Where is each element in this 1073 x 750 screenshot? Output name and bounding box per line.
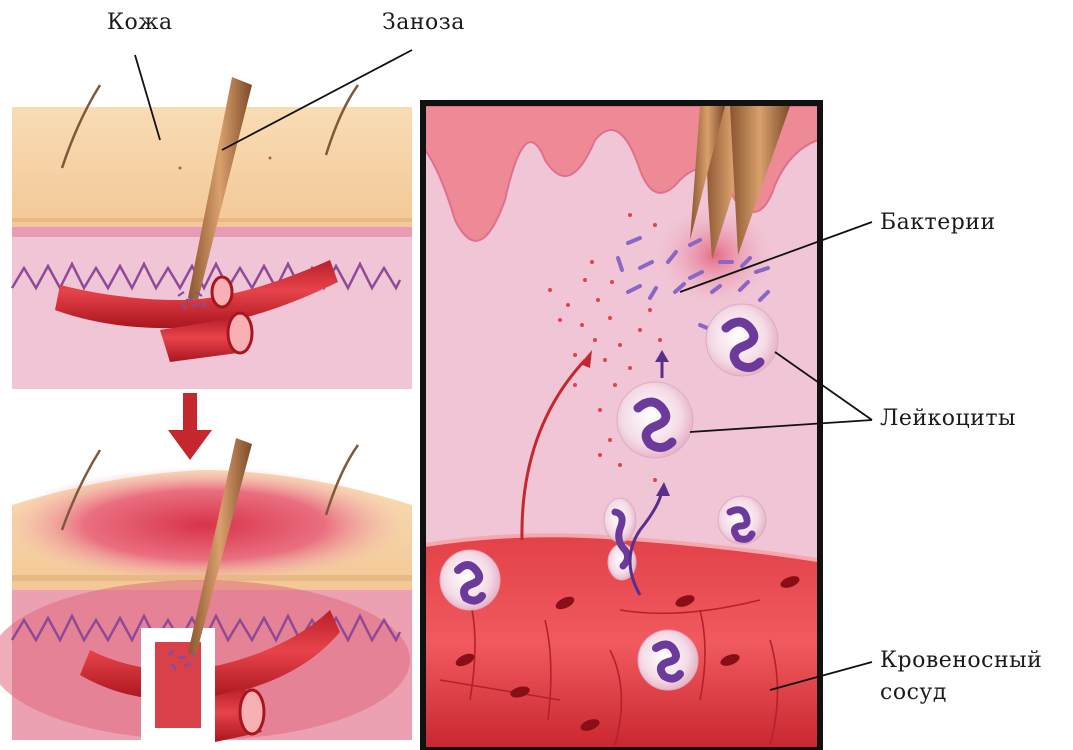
label-blood-vessel-2: сосуд — [880, 678, 947, 708]
panel-splinter-entry — [12, 77, 412, 389]
progression-arrow — [168, 393, 212, 460]
label-splinter: Заноза — [382, 8, 465, 38]
leukocyte-migrated — [617, 382, 693, 458]
label-bacteria: Бактерии — [880, 208, 996, 238]
leukocyte-migrated — [706, 304, 778, 376]
label-leukocytes: Лейкоциты — [880, 404, 1016, 434]
leukocyte-squeezing — [718, 496, 766, 544]
leukocyte — [638, 630, 698, 690]
label-skin: Кожа — [107, 8, 173, 38]
label-blood-vessel: Кровеносный — [880, 646, 1042, 676]
leukocyte — [440, 550, 500, 610]
panel-inflammation — [0, 438, 412, 742]
